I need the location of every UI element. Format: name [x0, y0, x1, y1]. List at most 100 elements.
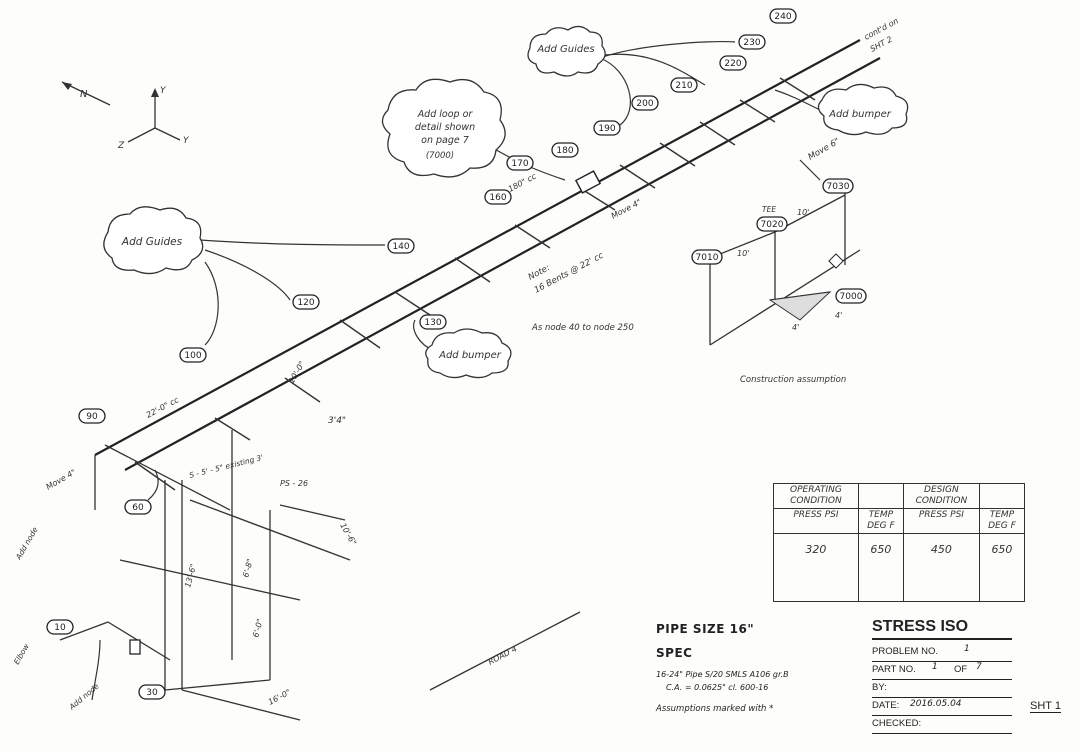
compass-indicator: N Y Z Y — [61, 81, 190, 151]
node-tag-90: 90 — [78, 408, 106, 424]
assumptions-note: Assumptions marked with * — [656, 704, 774, 714]
ps26-label: PS - 26 — [280, 479, 308, 488]
date-label: DATE: — [872, 700, 900, 711]
temp-op-header: TEMP DEG F — [857, 508, 904, 534]
design-condition-header: DESIGN CONDITION — [902, 483, 980, 509]
node-tag-7010: 7010 — [691, 249, 723, 265]
press-des-header: PRESS PSI — [902, 508, 980, 534]
move-4-mid-label: Move 4" — [610, 197, 643, 220]
node-tag-60: 60 — [124, 499, 152, 515]
add-bumper-cloud-right: Add bumper — [817, 83, 909, 136]
blank-header-2 — [978, 483, 1026, 509]
temp-op-value: 650 — [857, 533, 904, 602]
pipe-material-note: 16-24" Pipe S/20 SMLS A106 gr.B — [656, 670, 789, 679]
node-tag-label: 210 — [675, 81, 692, 91]
node-tag-label: 7010 — [696, 253, 719, 263]
corrosion-note: C.A. = 0.0625" cl. 600-16 — [666, 683, 769, 692]
operating-condition-header: OPERATING CONDITION — [773, 483, 859, 509]
node-tag-10: 10 — [46, 619, 74, 635]
add-loop-cloud: Add loop or detail shown on page 7 (7000… — [381, 78, 506, 178]
add-loop-text-3: on page 7 — [421, 135, 469, 146]
node-tag-label: 90 — [86, 412, 98, 422]
node-tag-label: 200 — [636, 99, 653, 109]
node-tag-label: 240 — [774, 12, 791, 22]
by-label: BY: — [872, 682, 887, 693]
spacing-22-label: 22'-0" cc — [145, 395, 181, 420]
node-tag-220: 220 — [719, 55, 747, 71]
road-line — [429, 611, 581, 691]
problem-value: 1 — [964, 644, 970, 654]
north-label: N — [80, 89, 88, 100]
node-tag-7030: 7030 — [822, 178, 854, 194]
add-bumper-mid-text: Add bumper — [438, 350, 502, 361]
add-guides-left-text: Add Guides — [121, 236, 183, 248]
dim-10b-label: 10' — [797, 208, 809, 217]
dim-4a-label: 4' — [792, 323, 799, 332]
dim-10a-label: 10' — [737, 249, 749, 258]
dim-68-label: 6'-8" — [241, 558, 255, 579]
node-tag-190: 190 — [593, 120, 621, 136]
checked-row: CHECKED: — [872, 718, 1012, 734]
node-tag-label: 220 — [724, 59, 741, 69]
node-tag-label: 170 — [511, 159, 528, 169]
problem-row: PROBLEM NO. 1 — [872, 644, 1012, 662]
construction-label: Construction assumption — [740, 375, 846, 385]
dim-3-label: 3'4" — [328, 416, 346, 426]
node-tag-label: 120 — [297, 298, 314, 308]
node-tag-label: 7020 — [761, 220, 784, 230]
node-tag-200: 200 — [631, 95, 659, 111]
node-tag-label: 190 — [598, 124, 615, 134]
add-loop-text-4: (7000) — [426, 151, 454, 161]
pipe-notes: PIPE SIZE 16" SPEC 16-24" Pipe S/20 SMLS… — [656, 622, 856, 714]
by-row: BY: — [872, 682, 1012, 698]
node-tag-240: 240 — [769, 8, 797, 24]
node-tag-140: 140 — [387, 238, 415, 254]
cc-180-label: 180" cc — [507, 171, 539, 193]
of-value: 7 — [976, 662, 982, 672]
node-range-note: As node 40 to node 250 — [531, 323, 634, 333]
dim-60-label: 6'-0" — [251, 618, 265, 639]
node-tag-120: 120 — [292, 294, 320, 310]
add-guides-top-text: Add Guides — [536, 44, 594, 55]
node-tag-label: 140 — [392, 242, 409, 252]
node-tag-160: 160 — [484, 189, 512, 205]
date-value: 2016.05.04 — [910, 699, 962, 709]
dim-13-label: 13'-6" — [183, 563, 198, 589]
node-tag-label: 60 — [132, 503, 144, 513]
temp-des-value: 650 — [978, 533, 1026, 602]
title-block: STRESS ISO PROBLEM NO. 1 PART NO. 1 OF 7… — [872, 618, 1012, 736]
node-tag-130: 130 — [419, 314, 447, 330]
node-tag-label: 30 — [146, 688, 158, 698]
blank-header — [857, 483, 904, 509]
cont-on-label: cont'd on — [863, 16, 900, 41]
node-tag-7020: 7020 — [756, 216, 788, 232]
press-des-value: 450 — [902, 533, 980, 602]
part-value: 1 — [932, 662, 938, 672]
add-bumper-right-text: Add bumper — [828, 109, 892, 120]
node-tag-label: 100 — [184, 351, 201, 361]
add-guides-cloud-top: Add Guides — [527, 25, 606, 77]
checked-label: CHECKED: — [872, 718, 922, 729]
pipe-size-note: PIPE SIZE 16" — [656, 622, 755, 636]
node-tag-label: 160 — [489, 193, 506, 203]
elbow-label: Elbow — [12, 641, 31, 666]
add-guides-cloud-left: Add Guides — [103, 206, 204, 275]
z-axis-label: Z — [117, 141, 125, 151]
of-label: OF — [954, 664, 968, 675]
date-row: DATE: 2016.05.04 — [872, 699, 1012, 716]
add-node-left-label: Add node — [13, 525, 39, 562]
node-tag-label: 180 — [556, 146, 573, 156]
node-tag-100: 100 — [179, 347, 207, 363]
spec-note: SPEC — [656, 646, 693, 660]
node-tag-label: 230 — [743, 38, 760, 48]
main-pipe-run — [94, 39, 881, 491]
dim-side-label: 10'-6" — [338, 522, 358, 547]
node-tag-170: 170 — [506, 155, 534, 171]
part-label: PART NO. — [872, 664, 916, 675]
node-tag-30: 30 — [138, 684, 166, 700]
add-node-bottom-label: Add node — [67, 681, 101, 712]
road-label: ROAD 4 — [487, 644, 519, 667]
press-op-header: PRESS PSI — [773, 508, 859, 534]
